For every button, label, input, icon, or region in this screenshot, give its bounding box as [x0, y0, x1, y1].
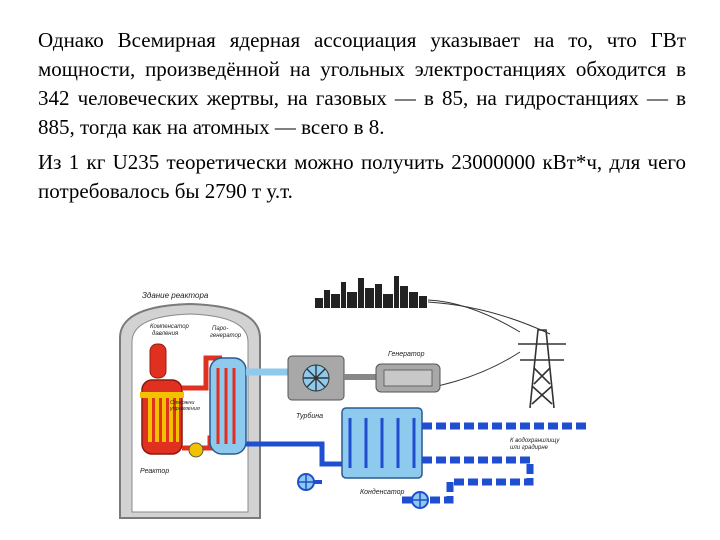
label-condenser: Конденсатор	[360, 488, 405, 496]
label-generator: Генератор	[388, 351, 425, 358]
primary-pump	[188, 442, 204, 458]
label-reactor: Реактор	[140, 468, 169, 475]
steam-generator	[209, 357, 247, 455]
cooling-loop	[400, 422, 590, 504]
slide-text: Однако Всемирная ядерная ассоциация указ…	[38, 26, 686, 206]
paragraph-death-statistics: Однако Всемирная ядерная ассоциация указ…	[38, 28, 686, 139]
city-skyline	[315, 276, 427, 308]
fuel-rods	[148, 392, 179, 442]
pressurizer	[149, 343, 167, 379]
transmission-tower	[518, 329, 566, 409]
label-reactor-building: Здание реактора	[142, 291, 209, 300]
label-steam-generator: Паро-генератор	[210, 326, 242, 339]
label-turbine: Турбина	[296, 412, 323, 420]
paragraph-uranium-energy: Из 1 кг U235 теоретически можно получить…	[38, 150, 686, 203]
